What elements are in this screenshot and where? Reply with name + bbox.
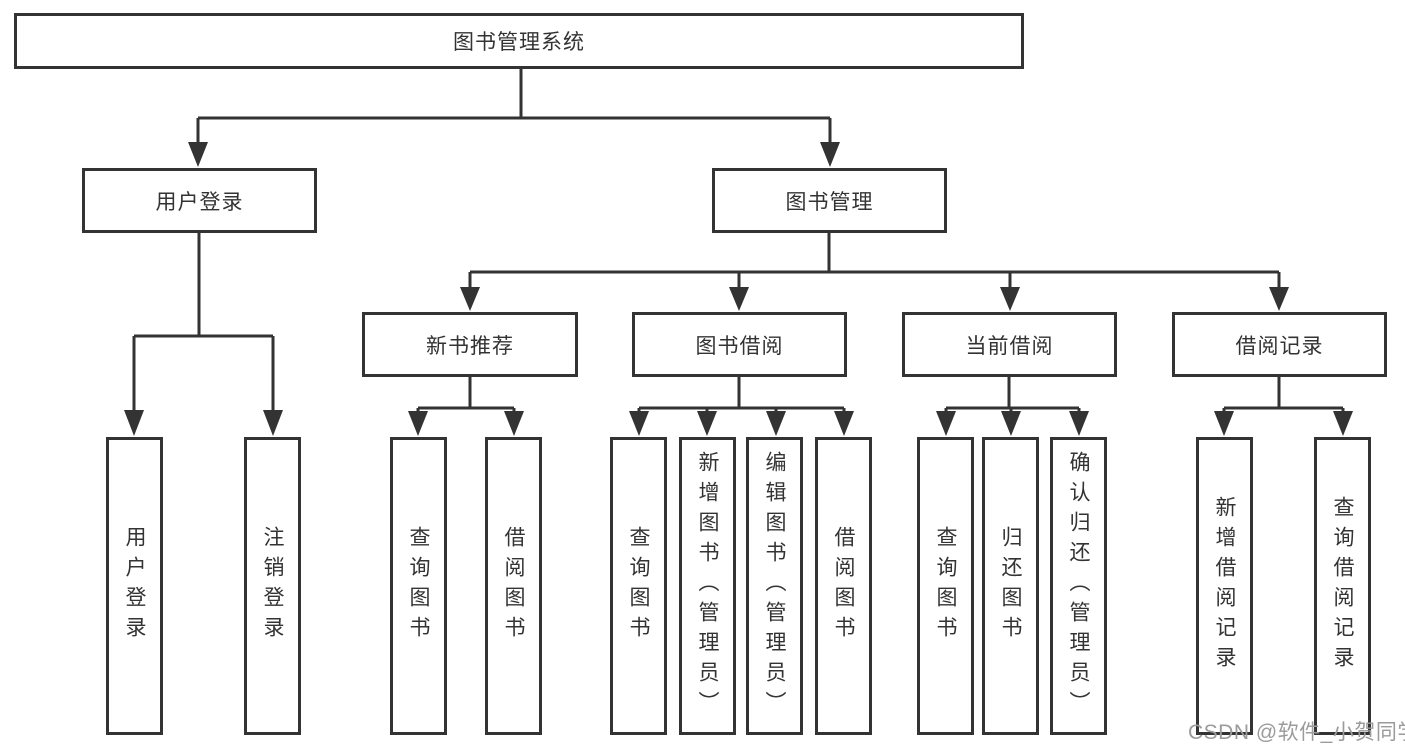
node-label: 图书管理系统 — [453, 31, 585, 54]
node-label: 图书借阅 — [695, 334, 784, 358]
leaf-query-books-current: 查询图书 — [917, 437, 974, 735]
node-library-management-system: 图书管理系统 — [14, 13, 1024, 69]
node-user-login: 用户登录 — [82, 168, 317, 233]
leaf-label: 借阅图书 — [502, 526, 525, 646]
csdn-watermark: CSDN @软件_小贺同学 — [1188, 721, 1405, 744]
leaf-label: 用户登录 — [123, 526, 146, 646]
leaf-label: 新增图书（管理员） — [696, 451, 719, 721]
leaf-user-login: 用户登录 — [106, 437, 163, 735]
leaf-query-borrow-record: 查询借阅记录 — [1314, 437, 1371, 735]
leaf-label: 新增借阅记录 — [1213, 496, 1236, 676]
node-book-borrowing: 图书借阅 — [632, 312, 847, 377]
leaf-confirm-return-admin: 确认归还（管理员） — [1050, 437, 1107, 735]
node-borrowing-records: 借阅记录 — [1172, 312, 1387, 377]
leaf-borrow-books-borrowing: 借阅图书 — [815, 437, 872, 735]
leaf-logout-login: 注销登录 — [244, 437, 301, 735]
leaf-add-borrow-record: 新增借阅记录 — [1196, 437, 1253, 735]
node-label: 借阅记录 — [1235, 334, 1324, 358]
leaf-label: 注销登录 — [261, 526, 284, 646]
leaf-return-books: 归还图书 — [982, 437, 1039, 735]
leaf-label: 查询图书 — [627, 526, 650, 646]
leaf-label: 查询图书 — [934, 526, 957, 646]
leaf-borrow-books-recommend: 借阅图书 — [485, 437, 542, 735]
leaf-label: 借阅图书 — [832, 526, 855, 646]
leaf-label: 查询图书 — [407, 526, 430, 646]
leaf-add-books-admin: 新增图书（管理员） — [679, 437, 736, 735]
node-label: 用户登录 — [155, 190, 244, 214]
leaf-label: 编辑图书（管理员） — [763, 451, 786, 721]
leaf-edit-books-admin: 编辑图书（管理员） — [746, 437, 803, 735]
leaf-label: 查询借阅记录 — [1331, 496, 1354, 676]
node-book-management: 图书管理 — [712, 168, 947, 233]
leaf-label: 归还图书 — [999, 526, 1022, 646]
node-label: 当前借阅 — [965, 334, 1054, 358]
node-label: 新书推荐 — [426, 334, 514, 358]
node-current-borrowing: 当前借阅 — [902, 312, 1117, 377]
leaf-label: 确认归还（管理员） — [1067, 451, 1090, 721]
leaf-query-books-borrowing: 查询图书 — [610, 437, 667, 735]
node-label: 图书管理 — [785, 190, 874, 214]
node-new-book-recommendation: 新书推荐 — [362, 312, 578, 377]
leaf-query-books-recommend: 查询图书 — [390, 437, 447, 735]
